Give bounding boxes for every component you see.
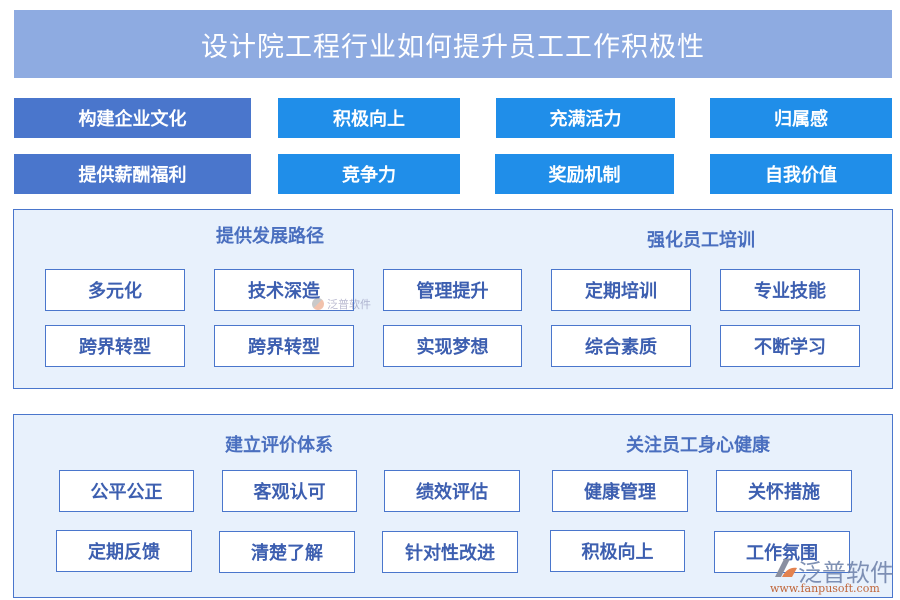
- fanpu-logo-icon: [312, 298, 324, 310]
- box-cross-transition-1: 跨界转型: [45, 325, 185, 367]
- pill-self-worth: 自我价值: [710, 154, 892, 194]
- pill-corporate-culture: 构建企业文化: [14, 98, 251, 138]
- box-fairness: 公平公正: [59, 470, 194, 512]
- title-banner: 设计院工程行业如何提升员工工作积极性: [14, 10, 892, 78]
- box-management-promotion: 管理提升: [383, 269, 522, 311]
- panel-title-training: 强化员工培训: [647, 230, 755, 251]
- box-clear-understanding: 清楚了解: [219, 531, 355, 573]
- panel-title-evaluation-system: 建立评价体系: [225, 435, 333, 456]
- panel-title-development-path: 提供发展路径: [216, 226, 324, 247]
- box-targeted-improvement: 针对性改进: [382, 531, 518, 573]
- panel-title-wellbeing: 关注员工身心健康: [626, 435, 770, 456]
- box-regular-feedback: 定期反馈: [56, 530, 192, 572]
- box-regular-training: 定期培训: [551, 269, 691, 311]
- page-title: 设计院工程行业如何提升员工工作积极性: [201, 31, 705, 62]
- box-diversification: 多元化: [45, 269, 185, 311]
- box-performance-evaluation: 绩效评估: [384, 470, 520, 512]
- pill-belonging: 归属感: [710, 98, 892, 138]
- box-positive-upward: 积极向上: [550, 530, 685, 572]
- box-overall-quality: 综合素质: [551, 325, 691, 367]
- box-continuous-learning: 不断学习: [720, 325, 860, 367]
- pill-vitality: 充满活力: [496, 98, 675, 138]
- box-cross-transition-2: 跨界转型: [214, 325, 354, 367]
- box-health-management: 健康管理: [552, 470, 688, 512]
- box-realize-dream: 实现梦想: [383, 325, 522, 367]
- box-technical-study: 技术深造: [214, 269, 354, 311]
- fanpu-logo-icon: [775, 559, 797, 577]
- pill-compensation: 提供薪酬福利: [14, 154, 251, 194]
- watermark-brand: 泛普软件 www.fanpusoft.com: [770, 559, 894, 595]
- pill-reward-mechanism: 奖励机制: [495, 154, 674, 194]
- pill-competitiveness: 竞争力: [278, 154, 460, 194]
- pill-positive: 积极向上: [278, 98, 460, 138]
- box-objective-recognition: 客观认可: [222, 470, 357, 512]
- box-care-measures: 关怀措施: [716, 470, 852, 512]
- watermark-small: 泛普软件: [312, 296, 371, 312]
- box-professional-skills: 专业技能: [720, 269, 860, 311]
